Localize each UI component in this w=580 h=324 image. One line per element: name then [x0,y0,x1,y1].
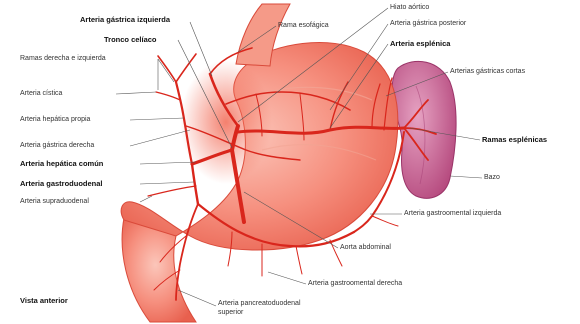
label-aorta-abdominal: Aorta abdominal [340,244,391,252]
label-ramas-derecha-izquierda: Ramas derecha e izquierda [20,55,106,63]
label-arteria-gastroomental-izquierda: Arteria gastroomental izquierda [404,210,501,218]
view-caption: Vista anterior [20,296,68,305]
label-arteria-gastrica-posterior: Arteria gástrica posterior [390,20,466,28]
label-hiato-aortico: Hiato aórtico [390,4,429,12]
label-arteria-hepatica-propia: Arteria hepática propia [20,116,90,124]
label-arteria-esplenica: Arteria esplénica [390,40,450,48]
label-rama-esofagica: Rama esofágica [278,22,329,30]
label-arteria-gastroduodenal: Arteria gastroduodenal [20,180,103,188]
label-arteria-cistica: Arteria cística [20,90,62,98]
label-tronco-celiaco: Tronco celíaco [104,36,157,44]
label-bazo: Bazo [484,174,500,182]
label-ramas-esplenicas: Ramas esplénicas [482,136,547,144]
label-arteria-pancreatoduodenal: Arteria pancreatoduodenal [218,300,301,308]
label-arteria-gastroomental-derecha: Arteria gastroomental derecha [308,280,402,288]
label-arteria-gastrica-izquierda: Arteria gástrica izquierda [80,16,170,24]
label-arteria-gastrica-derecha: Arteria gástrica derecha [20,142,94,150]
label-arteria-hepatica-comun: Arteria hepática común [20,160,103,168]
label-arterias-gastricas-cortas: Arterias gástricas cortas [450,68,525,76]
label-arteria-pancreatoduodenal-superior: superior [218,309,243,317]
label-arteria-supraduodenal: Arteria supraduodenal [20,198,89,206]
